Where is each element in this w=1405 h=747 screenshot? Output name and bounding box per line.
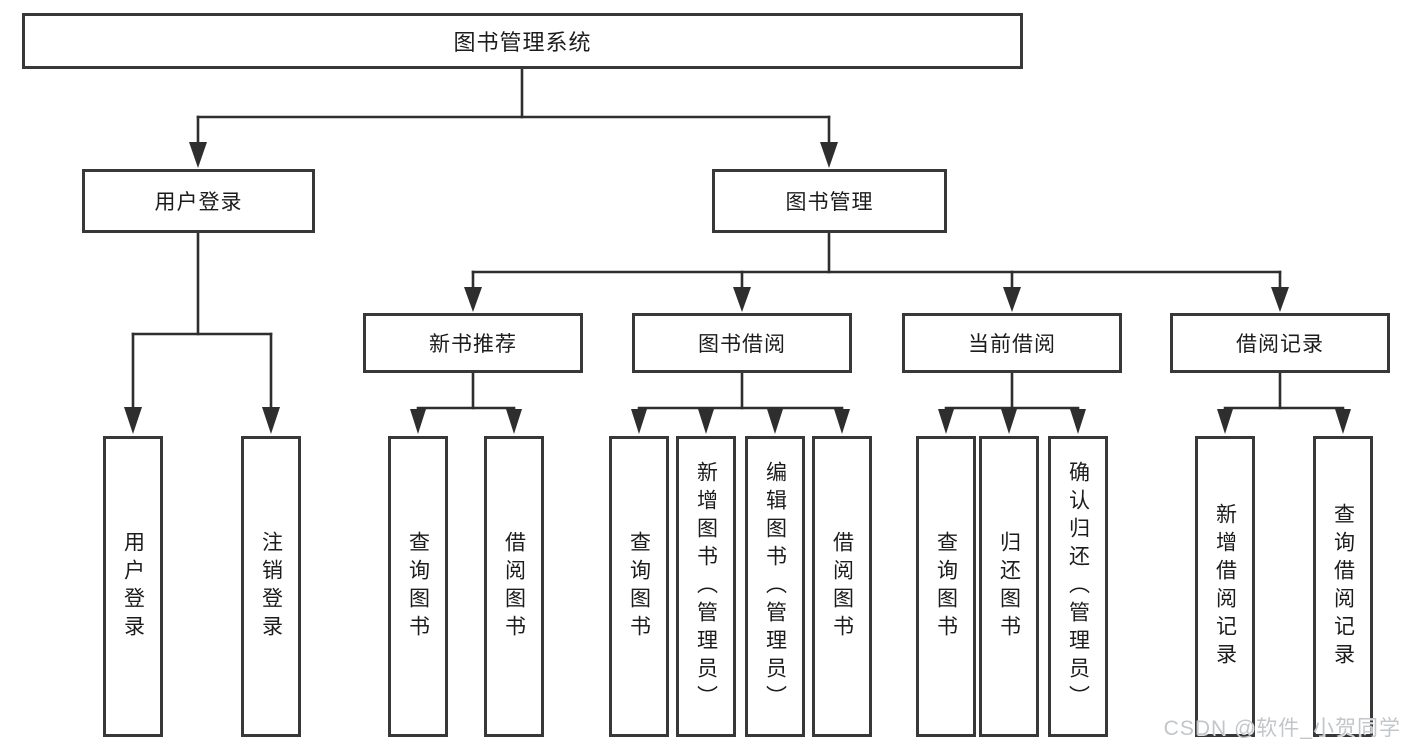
leaf-confirm-return-admin-label: 确认归还（管理员）: [1066, 460, 1090, 713]
leaf-query-borrow-record-label: 查询借阅记录: [1331, 502, 1355, 671]
node-book-borrowing: 图书借阅: [632, 313, 852, 373]
node-user-login-label: 用户登录: [154, 191, 243, 214]
node-borrowing-records: 借阅记录: [1170, 313, 1390, 373]
node-new-book-recommend: 新书推荐: [363, 313, 583, 373]
leaf-query-books-3: 查询图书: [916, 436, 976, 737]
leaf-confirm-return-admin: 确认归还（管理员）: [1048, 436, 1108, 737]
node-root-label: 图书管理系统: [453, 30, 592, 55]
leaf-add-book-admin-label: 新增图书（管理员）: [694, 460, 718, 713]
node-current-borrowing: 当前借阅: [902, 313, 1122, 373]
leaf-borrow-books-1: 借阅图书: [484, 436, 544, 737]
node-new-book-recommend-label: 新书推荐: [429, 333, 517, 356]
node-current-borrowing-label: 当前借阅: [968, 333, 1056, 356]
csdn-watermark: CSDN @软件_小贺同学: [1163, 717, 1401, 740]
leaf-user-login-label: 用户登录: [121, 530, 145, 643]
leaf-add-book-admin: 新增图书（管理员）: [676, 436, 736, 737]
leaf-edit-book-admin: 编辑图书（管理员）: [745, 436, 805, 737]
node-borrowing-records-label: 借阅记录: [1236, 333, 1324, 356]
leaf-query-books-1: 查询图书: [388, 436, 448, 737]
leaf-query-books-2-label: 查询图书: [627, 530, 651, 643]
leaf-borrow-books-1-label: 借阅图书: [502, 530, 526, 643]
leaf-logout: 注销登录: [241, 436, 301, 737]
leaf-query-books-2: 查询图书: [609, 436, 669, 737]
leaf-query-borrow-record: 查询借阅记录: [1313, 436, 1373, 737]
leaf-query-books-1-label: 查询图书: [406, 530, 430, 643]
node-book-management: 图书管理: [712, 169, 947, 233]
leaf-return-book: 归还图书: [979, 436, 1039, 737]
leaf-add-borrow-record: 新增借阅记录: [1195, 436, 1255, 737]
leaf-edit-book-admin-label: 编辑图书（管理员）: [763, 460, 787, 713]
leaf-query-books-3-label: 查询图书: [934, 530, 958, 643]
node-book-management-label: 图书管理: [785, 191, 874, 214]
leaf-user-login: 用户登录: [103, 436, 163, 737]
arrowheads: [124, 142, 1351, 434]
leaf-borrow-books-2: 借阅图书: [812, 436, 872, 737]
leaf-return-book-label: 归还图书: [997, 530, 1021, 643]
leaf-add-borrow-record-label: 新增借阅记录: [1213, 502, 1237, 671]
node-user-login: 用户登录: [82, 169, 315, 233]
leaf-borrow-books-2-label: 借阅图书: [830, 530, 854, 643]
node-book-borrowing-label: 图书借阅: [698, 333, 786, 356]
node-root: 图书管理系统: [22, 13, 1023, 69]
leaf-logout-label: 注销登录: [259, 530, 283, 643]
